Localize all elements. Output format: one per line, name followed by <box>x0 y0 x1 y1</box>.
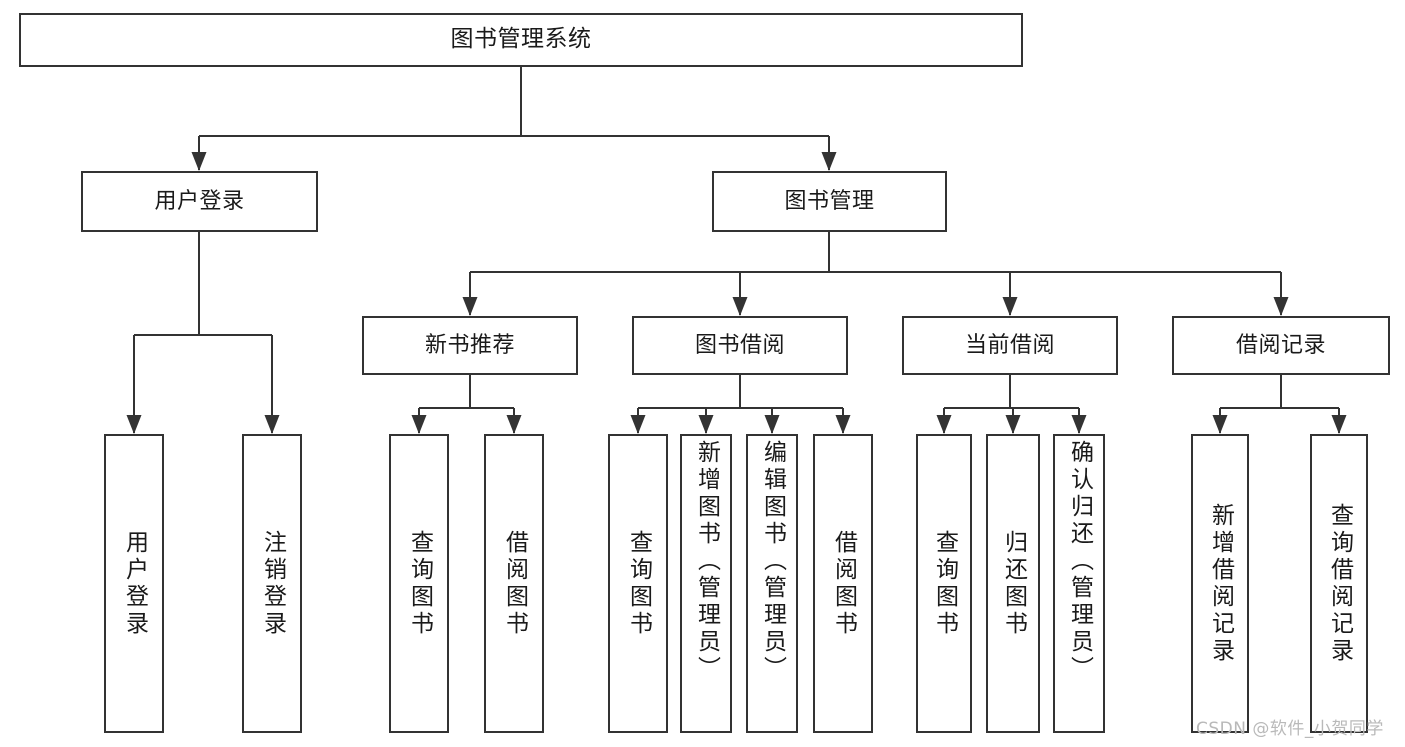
node-l4_5[interactable]: 查询图书 <box>608 434 668 733</box>
node-l4_9[interactable]: 查询图书 <box>916 434 972 733</box>
node-label: 查询图书 <box>625 529 652 638</box>
node-label: 图书管理系统 <box>450 26 592 53</box>
node-l4_11[interactable]: 确认归还（管理员） <box>1053 434 1105 733</box>
node-l3_3[interactable]: 当前借阅 <box>902 316 1118 375</box>
node-l4_7[interactable]: 编辑图书（管理员） <box>746 434 798 733</box>
node-label: 用户登录 <box>154 188 245 214</box>
node-label: 编辑图书（管理员） <box>759 440 786 683</box>
node-l4_13[interactable]: 查询借阅记录 <box>1310 434 1368 733</box>
node-label: 图书管理 <box>784 188 875 214</box>
node-label: 新书推荐 <box>424 332 515 358</box>
node-label: 查询借阅记录 <box>1326 502 1353 665</box>
node-label: 借阅记录 <box>1235 332 1326 358</box>
node-label: 归还图书 <box>1000 529 1027 638</box>
node-l4_1[interactable]: 用户登录 <box>104 434 164 733</box>
node-l2_2[interactable]: 图书管理 <box>712 171 947 232</box>
node-root[interactable]: 图书管理系统 <box>19 13 1023 67</box>
node-label: 查询图书 <box>931 529 958 638</box>
node-l4_6[interactable]: 新增图书（管理员） <box>680 434 732 733</box>
node-label: 借阅图书 <box>501 529 528 638</box>
node-label: 确认归还（管理员） <box>1066 440 1093 683</box>
node-label: 查询图书 <box>406 529 433 638</box>
node-label: 图书借阅 <box>694 332 785 358</box>
node-l3_1[interactable]: 新书推荐 <box>362 316 578 375</box>
node-l4_10[interactable]: 归还图书 <box>986 434 1040 733</box>
node-l3_4[interactable]: 借阅记录 <box>1172 316 1390 375</box>
node-l4_8[interactable]: 借阅图书 <box>813 434 873 733</box>
node-l4_4[interactable]: 借阅图书 <box>484 434 544 733</box>
node-label: 用户登录 <box>121 529 148 638</box>
node-l2_1[interactable]: 用户登录 <box>81 171 318 232</box>
node-label: 借阅图书 <box>830 529 857 638</box>
node-l4_2[interactable]: 注销登录 <box>242 434 302 733</box>
node-label: 新增图书（管理员） <box>693 440 720 683</box>
watermark-text: CSDN @软件_小贺同学 <box>1196 719 1384 739</box>
node-l3_2[interactable]: 图书借阅 <box>632 316 848 375</box>
node-label: 新增借阅记录 <box>1207 502 1234 665</box>
node-label: 当前借阅 <box>964 332 1055 358</box>
node-l4_12[interactable]: 新增借阅记录 <box>1191 434 1249 733</box>
node-label: 注销登录 <box>259 529 286 638</box>
node-l4_3[interactable]: 查询图书 <box>389 434 449 733</box>
